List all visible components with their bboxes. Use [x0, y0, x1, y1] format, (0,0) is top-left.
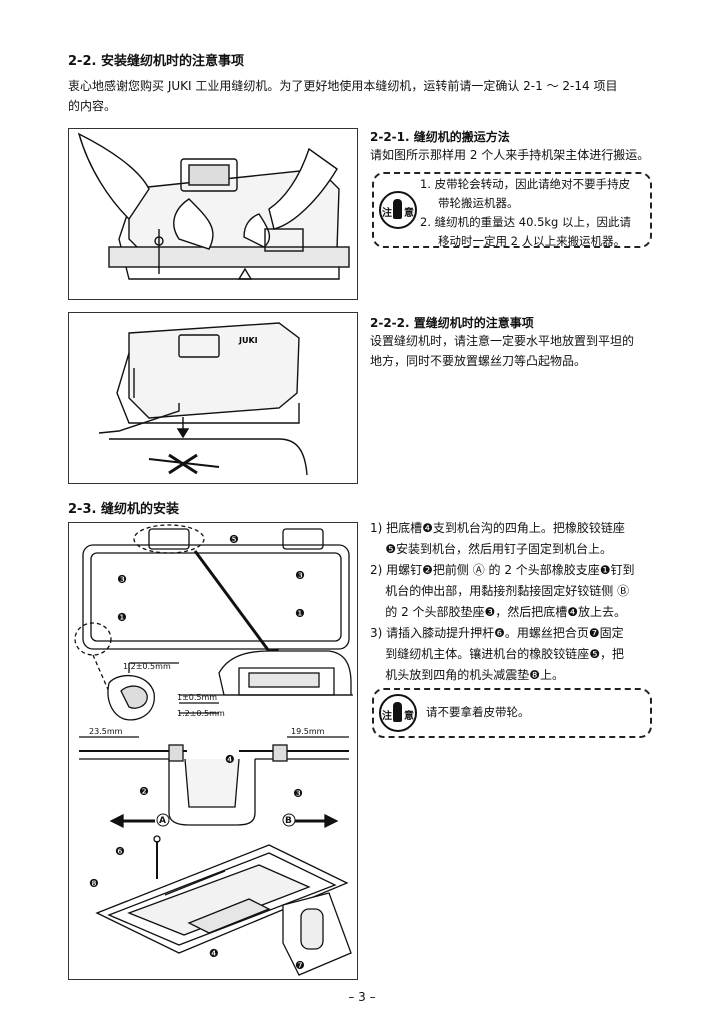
callout-8: ❽ — [89, 877, 99, 890]
installation-illustration: 1.2±0.5mm 1±0.5mm 1.2±0.5mm 23.5mm 19.5m… — [74, 524, 353, 976]
callout-4b: ❹ — [209, 947, 219, 960]
callout-3c: ❸ — [293, 787, 303, 800]
step-1-line-2: ❺安装到机台，然后用钉子固定到机台上。 — [370, 542, 613, 556]
placement-line-1: 设置缝纫机时，请注意一定要水平地放置到平坦的 — [370, 334, 635, 348]
callout-7: ❼ — [295, 959, 305, 972]
intro-line-2: 的内容。 — [68, 99, 117, 113]
callout-1b: ❶ — [295, 607, 305, 620]
section-title-2-3: 2-3. 缝纫机的安装 — [68, 502, 179, 517]
section-title-2-2-1: 2-2-1. 缝纫机的搬运方法 — [370, 130, 510, 144]
step-1-line-1: 1) 把底槽❹支到机台沟的四角上。把橡胶铰链座 — [370, 521, 625, 535]
caution-hand-icon: 注 意 — [379, 694, 417, 732]
step-2-line-3: 的 2 个头部胶垫座❸，然后把底槽❹放上去。 — [370, 605, 627, 619]
callout-5: ❺ — [229, 533, 239, 546]
caution-box-pulley: 注 意 请不要拿着皮带轮。 — [372, 688, 652, 738]
label-a: A — [159, 816, 166, 826]
callout-6: ❻ — [115, 845, 125, 858]
section-title-2-2: 2-2. 安装缝纫机时的注意事项 — [68, 54, 244, 69]
transport-instruction: 请如图所示那样用 2 个人来手持机架主体进行搬运。 — [370, 148, 650, 162]
dim-bottom: 1.2±0.5mm — [177, 709, 225, 718]
placement-line-2: 地方，同时不要放置螺丝刀等凸起物品。 — [370, 354, 587, 368]
caution-item-2: 2. 缝纫机的重量达 40.5kg 以上，因此请 — [420, 215, 632, 229]
dim-mid: 1±0.5mm — [177, 693, 217, 702]
juki-logo: JUKI — [238, 336, 258, 345]
caution-item-2-cont: 移动时一定用 2 人以上来搬运机器。 — [438, 234, 626, 248]
figure-installation: 1.2±0.5mm 1±0.5mm 1.2±0.5mm 23.5mm 19.5m… — [68, 522, 358, 980]
dim-right: 19.5mm — [291, 727, 325, 736]
label-b: B — [285, 816, 292, 826]
installation-steps: 1) 把底槽❹支到机台沟的四角上。把橡胶铰链座 ❺安装到机台，然后用钉子固定到机… — [370, 518, 670, 686]
callout-2: ❷ — [139, 785, 149, 798]
dim-top: 1.2±0.5mm — [123, 662, 171, 671]
placement-illustration: JUKI — [98, 322, 308, 476]
caution-list-transport: 1. 皮带轮会转动，因此请绝对不要手持皮 带轮搬运机器。 2. 缝纫机的重量达 … — [420, 175, 648, 251]
step-3-line-3: 机头放到四角的机头减震垫❽上。 — [370, 668, 565, 682]
step-2-line-1: 2) 用螺钉❷把前侧 Ⓐ 的 2 个头部橡胶支座❶钉到 — [370, 563, 635, 577]
step-2-line-2: 机台的伸出部，用黏接剂黏接固定好铰链侧 Ⓑ — [370, 584, 630, 598]
dim-left: 23.5mm — [89, 727, 123, 736]
figure-placement: JUKI — [68, 312, 358, 484]
step-3-line-1: 3) 请插入膝动提升押杆❻。用螺丝把合页❼固定 — [370, 626, 624, 640]
callout-1a: ❶ — [117, 611, 127, 624]
section-title-2-2-2: 2-2-2. 置缝纫机时的注意事项 — [370, 316, 534, 330]
caution-hand-icon: 注 意 — [379, 191, 417, 229]
caution-item-1-cont: 带轮搬运机器。 — [438, 196, 519, 210]
caution-box-transport: 注 意 1. 皮带轮会转动，因此请绝对不要手持皮 带轮搬运机器。 2. 缝纫机的… — [372, 172, 652, 248]
figure-transport — [68, 128, 358, 300]
caution-pulley-text: 请不要拿着皮带轮。 — [426, 705, 530, 719]
step-3-line-2: 到缝纫机主体。镶进机台的橡胶铰链座❺，把 — [370, 647, 625, 661]
callout-3b: ❸ — [295, 569, 305, 582]
transport-illustration — [77, 132, 350, 280]
callout-3a: ❸ — [117, 573, 127, 586]
callout-4a: ❹ — [225, 753, 235, 766]
caution-item-1: 1. 皮带轮会转动，因此请绝对不要手持皮 — [420, 177, 631, 191]
intro-line-1: 衷心地感谢您购买 JUKI 工业用缝纫机。为了更好地使用本缝纫机，运转前请一定确… — [68, 79, 618, 93]
page-number: – 3 – — [348, 990, 376, 1004]
